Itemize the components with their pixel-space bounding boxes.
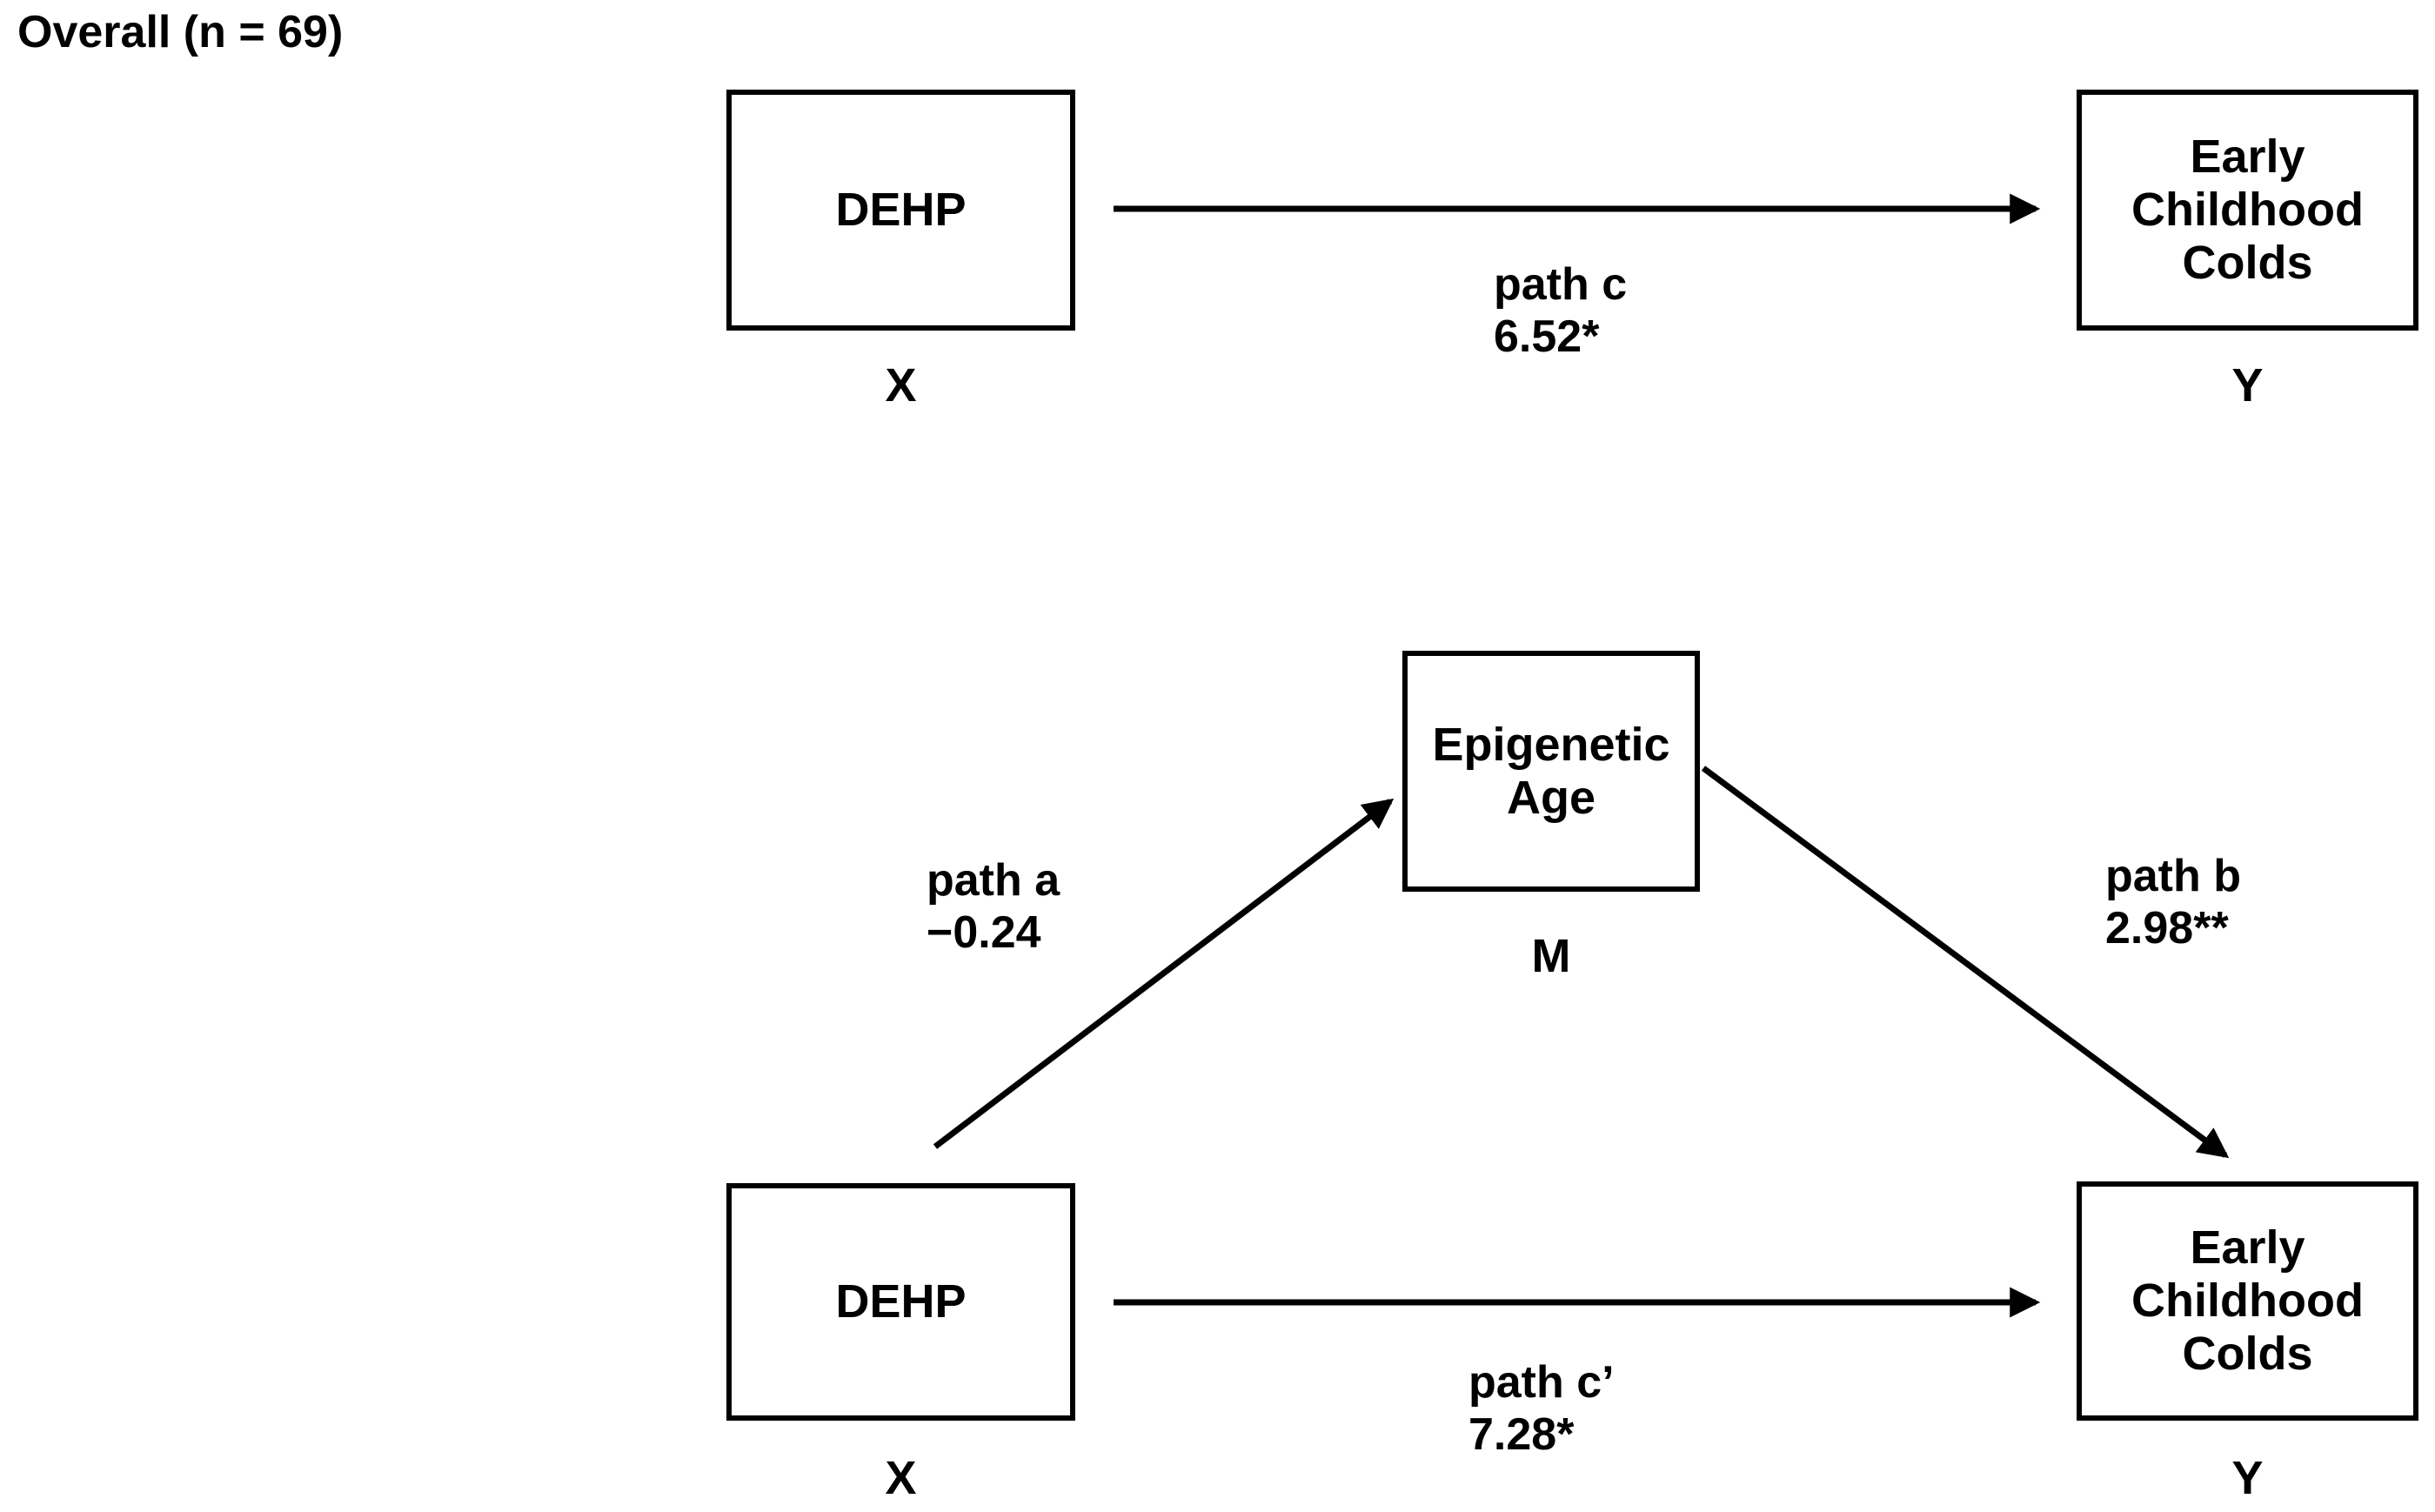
figure-title: Overall (n = 69) <box>17 7 344 57</box>
path-b-label: path b 2.98** <box>2105 850 2241 954</box>
arrow-path-a <box>933 798 1395 1149</box>
box-colds-total: Early Childhood Colds <box>2077 90 2418 331</box>
role-y-mediated: Y <box>2231 1452 2264 1504</box>
path-b-name: path b <box>2105 851 2241 901</box>
path-c-label: path c 6.52* <box>1494 258 1627 363</box>
box-colds-total-label: Early Childhood Colds <box>2131 130 2364 289</box>
path-a-name: path a <box>927 855 1060 906</box>
path-a-label: path a −0.24 <box>927 854 1060 959</box>
box-epigenetic-age: Epigenetic Age <box>1402 651 1700 892</box>
box-dehp-total: DEHP <box>726 90 1075 331</box>
box-dehp-total-label: DEHP <box>835 184 967 236</box>
path-c-prime-name: path c’ <box>1468 1357 1615 1408</box>
path-c-value: 6.52* <box>1494 311 1600 362</box>
path-c-prime-label: path c’ 7.28* <box>1468 1356 1615 1461</box>
role-x-mediated: X <box>885 1452 917 1504</box>
role-y-total: Y <box>2231 359 2264 411</box>
path-b-value: 2.98** <box>2105 903 2229 953</box>
box-colds-mediated: Early Childhood Colds <box>2077 1181 2418 1421</box>
role-m-mediator: M <box>1531 930 1571 982</box>
role-x-total: X <box>885 359 917 411</box>
box-epigenetic-age-label: Epigenetic Age <box>1432 718 1670 824</box>
box-dehp-mediated-label: DEHP <box>835 1275 967 1328</box>
box-dehp-mediated: DEHP <box>726 1183 1075 1421</box>
path-c-name: path c <box>1494 259 1628 310</box>
path-c-prime-value: 7.28* <box>1468 1409 1575 1460</box>
arrow-path-b <box>1701 766 2230 1159</box>
box-colds-mediated-label: Early Childhood Colds <box>2131 1221 2364 1380</box>
path-a-value: −0.24 <box>927 907 1041 958</box>
